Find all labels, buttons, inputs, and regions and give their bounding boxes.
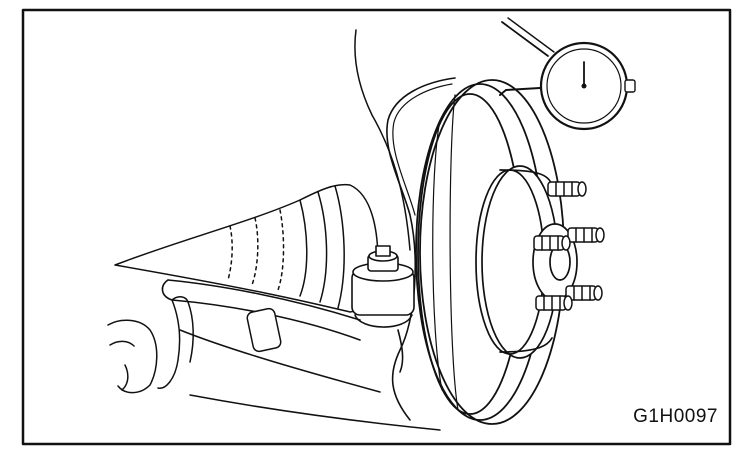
dial-gauge [500, 18, 635, 129]
brake-hose-inner [393, 84, 452, 215]
wheel-stud-left [534, 236, 570, 250]
gauge-side-knob [625, 80, 635, 92]
wheel-stud-bottom [536, 296, 572, 310]
hand-holding-tool [108, 297, 193, 393]
fender-line [355, 30, 410, 250]
cv-boot [115, 185, 378, 312]
wheel-stud-lower-right [566, 286, 602, 300]
border-frame [23, 10, 730, 444]
gauge-stand-rod-2 [508, 18, 554, 52]
brake-hose [387, 78, 455, 420]
wheel-stud-top [548, 182, 586, 196]
gauge-stand-rod [502, 22, 548, 56]
gauge-plunger [500, 88, 540, 95]
wheel-stud-right [568, 228, 604, 242]
gauge-pivot [581, 83, 587, 89]
lower-arm [180, 308, 440, 430]
tie-rod-end [352, 246, 414, 372]
figure-code: G1H0097 [633, 406, 718, 427]
wheel-studs [534, 182, 604, 310]
